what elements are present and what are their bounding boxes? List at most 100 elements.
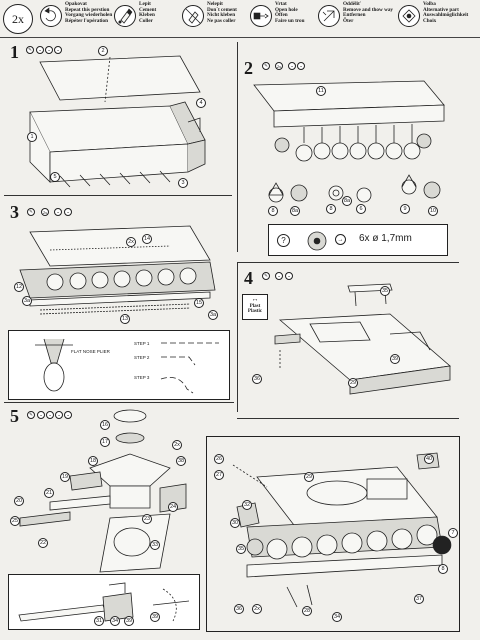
divider-step4-5: [237, 418, 459, 419]
plast-arrow-icon: ↔: [251, 295, 259, 303]
plier-label: FLAT NOSE PLIER: [71, 349, 110, 354]
part-callout: 4: [196, 98, 206, 108]
part-callout: 25: [10, 516, 20, 526]
drill-icon: [250, 5, 272, 27]
part-callout: 22: [38, 538, 48, 548]
gun-barrel-drawing: [18, 582, 190, 622]
step-sym-c: •: [54, 46, 62, 54]
part-callout: 8: [326, 204, 336, 214]
step-sym-b: •: [285, 272, 293, 280]
part-callout: 36: [234, 604, 244, 614]
glue-icon: ✎: [27, 411, 35, 419]
wire-bend-diagram: [160, 342, 219, 394]
step-line-2: STEP 2: [134, 355, 150, 360]
step-sym-d: •: [64, 411, 72, 419]
hull-assembly-drawing: [232, 452, 452, 608]
plier-instruction-box: FLAT NOSE PLIER STEP 1 STEP 2 STEP 3: [8, 330, 230, 400]
step-line-3: STEP 3: [134, 375, 150, 380]
part-callout: 2x: [126, 237, 136, 247]
part-callout: 35: [380, 286, 390, 296]
part-callout: 23: [142, 514, 152, 524]
step-sym-c: •: [55, 411, 63, 419]
gun-detail-box: [8, 574, 200, 630]
part-callout: 19: [60, 472, 70, 482]
part-callout: 36: [252, 374, 262, 384]
part-callout: 1: [27, 132, 37, 142]
part-callout: 39: [124, 616, 134, 626]
step-sym-a: •: [288, 62, 296, 70]
part-callout: 30: [230, 518, 240, 528]
step3-tracks-drawing: [19, 225, 216, 315]
hull-assembly-box: [206, 436, 460, 632]
no-glue-icon: [182, 5, 204, 27]
step4-deck-drawing: [274, 283, 451, 395]
part-callout: 13: [120, 314, 130, 324]
question-icon: ?: [277, 234, 290, 247]
part-callout: 37: [414, 594, 424, 604]
step2-wheels-drawing: [253, 80, 445, 203]
part-callout: 6: [356, 204, 366, 214]
part-callout: 2: [98, 46, 108, 56]
part-callout: 2x: [252, 604, 262, 614]
step-line-1: STEP 1: [134, 341, 150, 346]
part-callout: 16: [100, 420, 110, 430]
glue-icon: ✎: [262, 272, 270, 280]
part-callout: 7: [448, 528, 458, 538]
part-callout: 15: [194, 298, 204, 308]
glue-icon: ✎: [27, 208, 35, 216]
part-callout: 5: [50, 172, 60, 182]
divider-step2-4: [237, 262, 459, 263]
step1-hull-drawing: [29, 55, 206, 188]
glue-icon: [114, 5, 136, 27]
part-callout: 34: [332, 612, 342, 622]
part-callout: 24: [168, 502, 178, 512]
part-callout: 35: [236, 544, 246, 554]
divider-vertical-mid: [237, 262, 238, 412]
twox-symbol: 2x: [275, 62, 283, 70]
drill-note-box: ? → 6x ø 1,7mm: [268, 224, 448, 256]
wheel-hole-icon: [307, 231, 327, 251]
part-callout: 34: [110, 616, 120, 626]
part-callout: 21: [44, 488, 54, 498]
step-sym-b: •: [64, 208, 72, 216]
divider-step3-5: [4, 402, 234, 403]
part-callout: 8a: [290, 206, 300, 216]
part-callout: 3a: [208, 310, 218, 320]
glue-icon: ✎: [262, 62, 270, 70]
part-callout: 8: [268, 206, 278, 216]
part-callout: 9: [400, 204, 410, 214]
part-callout: 33: [150, 540, 160, 550]
part-callout: 12: [14, 282, 24, 292]
part-callout: 39: [150, 612, 160, 622]
part-callout: 14: [142, 234, 152, 244]
part-callout: 8a: [342, 196, 352, 206]
plier-icon: [35, 338, 73, 392]
part-callout: 27: [214, 470, 224, 480]
twox-symbol: 2x: [41, 208, 49, 216]
drill-note-text: 6x ø 1,7mm: [359, 233, 412, 244]
divider-step1-3: [4, 195, 232, 196]
part-callout: 2x: [172, 440, 182, 450]
part-callout: 26: [214, 454, 224, 464]
step5-turret-drawing: [19, 409, 187, 573]
part-callout: 29: [304, 472, 314, 482]
twox-symbol: 2x: [3, 4, 33, 34]
part-callout: 29: [348, 378, 358, 388]
divider-vertical-top: [237, 42, 238, 252]
step-sym-b: •: [297, 62, 305, 70]
part-callout: 17: [100, 437, 110, 447]
drill-icon: →: [335, 234, 346, 245]
glue-icon: ✎: [26, 46, 34, 54]
part-callout: 32: [242, 500, 252, 510]
repeat-icon: [40, 5, 62, 27]
step-sym-a: •: [37, 411, 45, 419]
part-callout: 20: [14, 496, 24, 506]
part-callout: 3: [178, 178, 188, 188]
step-sym-b: •: [46, 411, 54, 419]
remove-icon: [318, 5, 340, 27]
